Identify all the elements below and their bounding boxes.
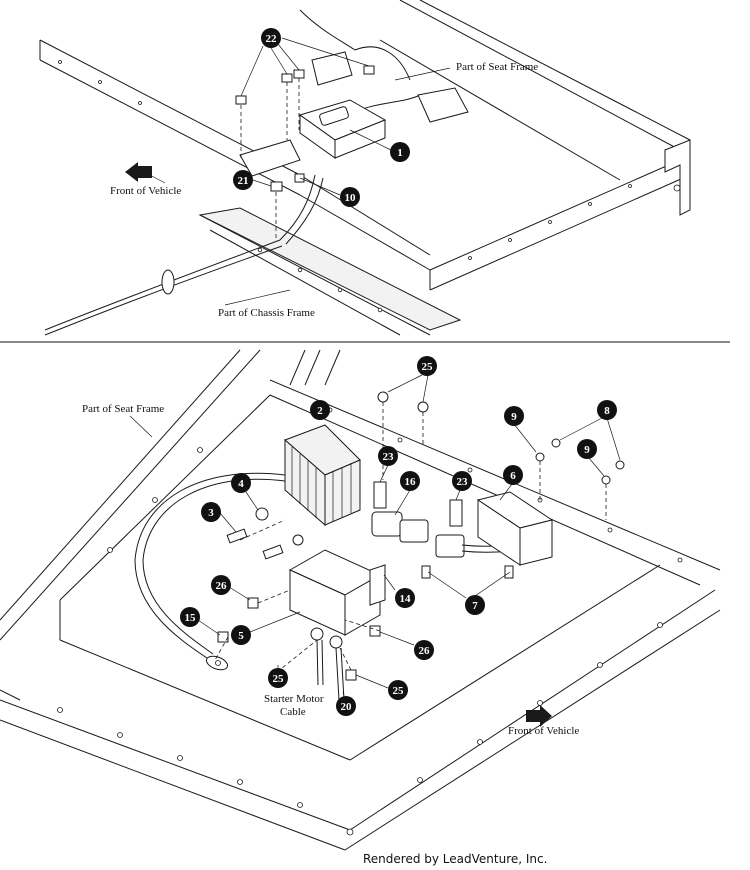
svg-text:1: 1 — [397, 147, 403, 159]
seat-frame-leader — [129, 415, 153, 438]
svg-text:25: 25 — [422, 361, 434, 373]
assembly-lines-top — [240, 78, 300, 240]
callout-3: 3 — [201, 502, 221, 522]
module-part-1 — [239, 51, 469, 177]
label-seat-frame-top: Part of Seat Frame — [456, 61, 538, 73]
label-starter-cable-2: Cable — [280, 706, 306, 718]
footer-credit: Rendered by LeadVenture, Inc. — [363, 852, 548, 866]
label-front-bottom: Front of Vehicle — [508, 725, 579, 737]
label-seat-frame-bottom: Part of Seat Frame — [82, 403, 164, 415]
callout-5: 5 — [231, 625, 251, 645]
svg-text:8: 8 — [604, 405, 610, 417]
callout-22: 22 — [261, 28, 281, 48]
label-starter-cable-1: Starter Motor — [264, 693, 324, 705]
svg-text:20: 20 — [341, 701, 353, 713]
callout-6: 6 — [503, 465, 523, 485]
seat-frame-top — [39, 0, 691, 291]
svg-text:5: 5 — [238, 630, 244, 642]
callout-2: 2 — [310, 400, 330, 420]
callout-9-right: 9 — [577, 439, 597, 459]
module-part-6 — [476, 491, 554, 566]
svg-text:7: 7 — [472, 600, 478, 612]
label-front-top: Front of Vehicle — [110, 185, 181, 197]
callout-10: 10 — [340, 187, 360, 207]
bracket-part-23 — [373, 481, 463, 527]
front-arrow-bottom-icon — [526, 705, 552, 727]
callout-leaders-top — [149, 37, 451, 306]
callout-4: 4 — [231, 473, 251, 493]
svg-text:15: 15 — [185, 612, 197, 624]
seat-frame-bottom — [0, 349, 721, 851]
starter-cables — [310, 627, 345, 701]
connector-part-16 — [371, 511, 546, 558]
svg-text:25: 25 — [273, 673, 285, 685]
callout-15: 15 — [180, 607, 200, 627]
relay-part-5 — [288, 549, 386, 636]
svg-text:9: 9 — [511, 411, 517, 423]
svg-text:2: 2 — [317, 405, 323, 417]
callout-7: 7 — [465, 595, 485, 615]
fasteners-bottom — [217, 391, 625, 683]
svg-text:26: 26 — [419, 645, 431, 657]
callout-16: 16 — [400, 471, 420, 491]
svg-text:6: 6 — [510, 470, 516, 482]
callout-9-left: 9 — [504, 406, 524, 426]
callout-23-left: 23 — [378, 446, 398, 466]
svg-text:3: 3 — [208, 507, 214, 519]
callout-8: 8 — [597, 400, 617, 420]
callout-20: 20 — [336, 696, 356, 716]
callout-23-right: 23 — [452, 471, 472, 491]
callout-25-right: 25 — [388, 680, 408, 700]
callout-26-right: 26 — [414, 640, 434, 660]
svg-text:16: 16 — [405, 476, 417, 488]
callout-leaders-bottom — [197, 374, 621, 701]
front-arrow-top-icon — [125, 162, 152, 182]
assembly-lines-bottom — [214, 402, 607, 673]
chassis-frame-top — [198, 207, 462, 336]
callout-25-top: 25 — [417, 356, 437, 376]
top-diagram: 22 1 21 10 Part of Seat Frame Front of V… — [39, 0, 691, 336]
wire-harness-top — [44, 9, 421, 336]
rectifier-part-2 — [284, 424, 361, 527]
svg-text:26: 26 — [216, 580, 228, 592]
svg-text:21: 21 — [238, 175, 249, 187]
svg-text:4: 4 — [238, 478, 244, 490]
callout-1: 1 — [390, 142, 410, 162]
svg-text:14: 14 — [400, 593, 412, 605]
svg-text:9: 9 — [584, 444, 590, 456]
bolts-top — [235, 65, 375, 192]
callout-21: 21 — [233, 170, 253, 190]
svg-text:22: 22 — [266, 33, 278, 45]
svg-text:23: 23 — [383, 451, 395, 463]
svg-text:25: 25 — [393, 685, 405, 697]
callout-25-left: 25 — [268, 668, 288, 688]
callout-14: 14 — [395, 588, 415, 608]
ground-cable-part-15 — [134, 472, 286, 671]
svg-text:23: 23 — [457, 476, 469, 488]
callout-26-left: 26 — [211, 575, 231, 595]
label-chassis-frame: Part of Chassis Frame — [218, 307, 315, 319]
bottom-diagram: 25 2 9 8 9 23 16 23 — [0, 349, 721, 851]
svg-text:10: 10 — [345, 192, 357, 204]
